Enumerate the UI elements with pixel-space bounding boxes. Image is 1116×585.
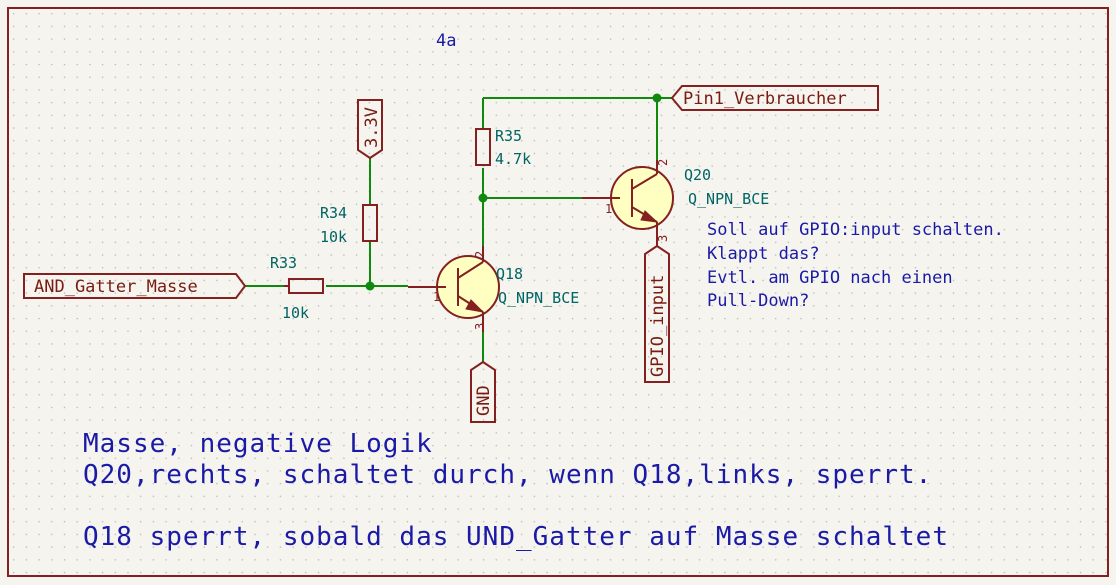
label-load-pin[interactable]: Pin1_Verbraucher xyxy=(670,85,879,111)
label-gpio-input-text: GPIO_input xyxy=(648,275,668,377)
resistor-r35-body xyxy=(475,128,491,166)
label-gpio-input[interactable]: GPIO_input xyxy=(644,244,670,383)
question-line-3: Evtl. am GPIO nach einen xyxy=(707,268,953,288)
ground-flag-outline xyxy=(470,360,496,423)
question-line-4: Pull-Down? xyxy=(707,291,809,311)
power-flag-3v3-text: 3.3V xyxy=(362,107,382,148)
label-load-pin-outline xyxy=(670,85,879,111)
q18-pin-emitter: 3 xyxy=(473,323,487,330)
q20-ref: Q20 xyxy=(684,166,711,184)
resistor-r33[interactable]: R33 10k xyxy=(270,254,324,322)
explanation-note: Masse, negative Logik Q20,rechts, schalt… xyxy=(83,429,949,552)
junction-top-rail xyxy=(652,93,662,103)
r33-value: 10k xyxy=(282,304,309,322)
power-flag-3v3[interactable]: 3.3V xyxy=(357,99,383,160)
explanation-line-2: Q20,rechts, schaltet durch, wenn Q18,lin… xyxy=(83,460,932,490)
q18-pin-collector: 2 xyxy=(473,251,487,258)
question-note: Soll auf GPIO:input schalten. Klappt das… xyxy=(707,220,1004,311)
q18-pin-base: 1 xyxy=(433,290,440,304)
resistor-r33-body xyxy=(288,278,324,294)
resistor-r35[interactable]: R35 4.7k xyxy=(475,127,531,168)
grid-dots xyxy=(8,8,1108,576)
explanation-line-3: Q18 sperrt, sobald das UND_Gatter auf Ma… xyxy=(83,522,949,552)
r35-value: 4.7k xyxy=(495,150,531,168)
q20-value: Q_NPN_BCE xyxy=(688,190,769,208)
label-load-pin-text: Pin1_Verbraucher xyxy=(683,89,847,109)
q18-value: Q_NPN_BCE xyxy=(498,289,579,307)
power-flag-3v3-outline xyxy=(357,99,383,160)
q20-pin-emitter: 3 xyxy=(656,235,670,242)
sheet-frame xyxy=(7,7,1109,577)
resistor-r34[interactable]: R34 10k xyxy=(320,204,378,246)
label-and-gate-ground-text: AND_Gatter_Masse xyxy=(34,277,198,297)
resistor-r34-body xyxy=(362,204,378,242)
question-line-1: Soll auf GPIO:input schalten. xyxy=(707,220,1004,240)
q20-pin-collector: 2 xyxy=(656,159,670,166)
label-and-gate-ground[interactable]: AND_Gatter_Masse xyxy=(23,273,247,299)
q18-ref: Q18 xyxy=(496,265,523,283)
r35-ref: R35 xyxy=(495,127,522,145)
ground-flag[interactable]: GND xyxy=(470,360,496,423)
r33-ref: R33 xyxy=(270,254,297,272)
label-gpio-input-outline xyxy=(644,244,670,383)
q20-emitter-arrow xyxy=(640,210,659,223)
junction-q20-base xyxy=(478,193,488,203)
ground-flag-text: GND xyxy=(474,385,494,416)
r34-ref: R34 xyxy=(320,204,347,222)
q18-emitter-arrow xyxy=(465,299,485,313)
sheet-id-label: 4a xyxy=(436,31,456,51)
explanation-line-1: Masse, negative Logik xyxy=(83,429,433,459)
q20-pin-base: 1 xyxy=(605,202,612,216)
junction-q18-base xyxy=(365,281,375,291)
transistor-q20[interactable]: 1 2 3 Q20 Q_NPN_BCE xyxy=(582,159,769,246)
label-and-gate-ground-outline xyxy=(23,273,247,299)
r34-value: 10k xyxy=(320,228,347,246)
transistor-q18[interactable]: 1 2 3 Q18 Q_NPN_BCE xyxy=(408,246,579,332)
question-line-2: Klappt das? xyxy=(707,244,820,264)
